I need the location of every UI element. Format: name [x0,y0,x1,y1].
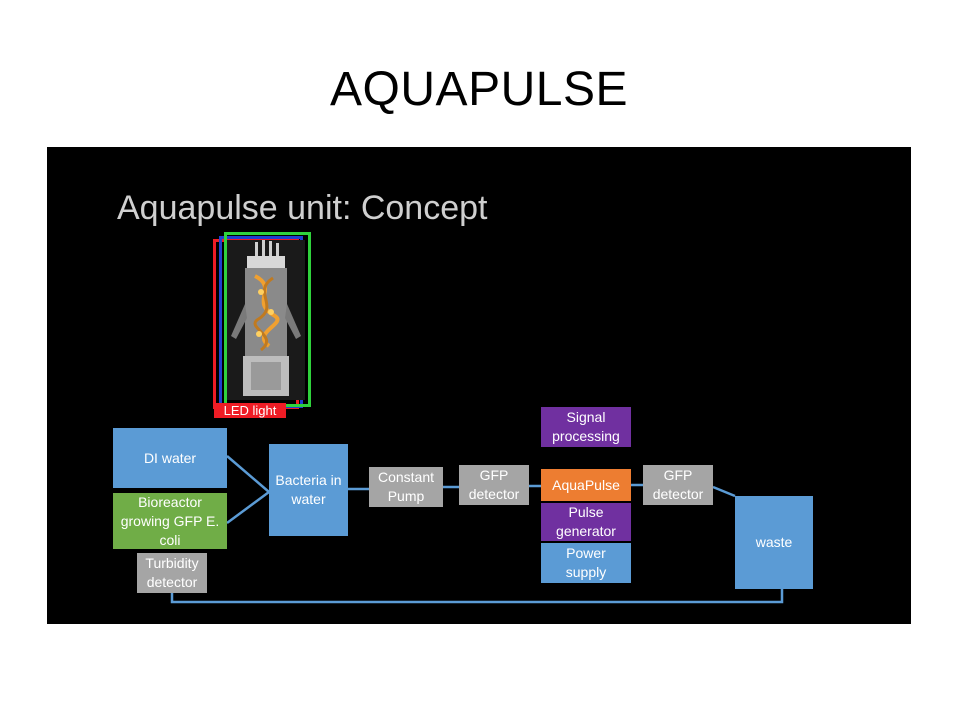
signal-processing-box: Signal processing [541,407,631,447]
di-water-box: DI water [113,428,227,488]
di-water-label: DI water [143,449,197,466]
turbidity-detector-box: Turbidity detector [137,553,207,593]
aquapulse-box: AquaPulse [541,469,631,501]
constant-pump-label: Constant Pump [377,469,435,504]
connector-lines [170,455,784,604]
waste-box: waste [735,496,813,589]
bioreactor-box: Bioreactor growing GFP E. coli [113,493,227,549]
bacteria-in-water-label: Bacteria in water [275,472,342,507]
panel-title: Aquapulse unit: Concept [117,189,488,227]
connector-waste-return [170,589,784,604]
gfp-detector-1-box: GFP detector [459,465,529,505]
led-device-image [227,240,305,400]
power-supply-label: Power supply [565,545,607,580]
gfp-detector-2-box: GFP detector [643,465,713,505]
connector-gfp2-waste [712,485,736,498]
gfp-detector-1-label: GFP detector [468,467,520,502]
aquapulse-label: AquaPulse [552,476,620,493]
pulse-generator-label: Pulse generator [556,504,616,539]
signal-processing-label: Signal processing [552,409,620,444]
connector-diwater-bacteria [226,455,270,493]
bioreactor-label: Bioreactor growing GFP E. coli [120,493,220,548]
gfp-detector-2-label: GFP detector [652,467,704,502]
concept-panel: Aquapulse unit: Concept [47,147,911,624]
turbidity-detector-label: Turbidity detector [145,555,199,590]
pulse-generator-box: Pulse generator [541,503,631,541]
constant-pump-box: Constant Pump [369,467,443,507]
waste-label: waste [755,534,793,550]
led-light-label: LED light [214,403,286,418]
bacteria-in-water-box: Bacteria in water [269,444,348,536]
connector-bioreactor-bacteria [226,490,270,525]
slide-title: AQUAPULSE [330,63,628,116]
power-supply-box: Power supply [541,543,631,583]
